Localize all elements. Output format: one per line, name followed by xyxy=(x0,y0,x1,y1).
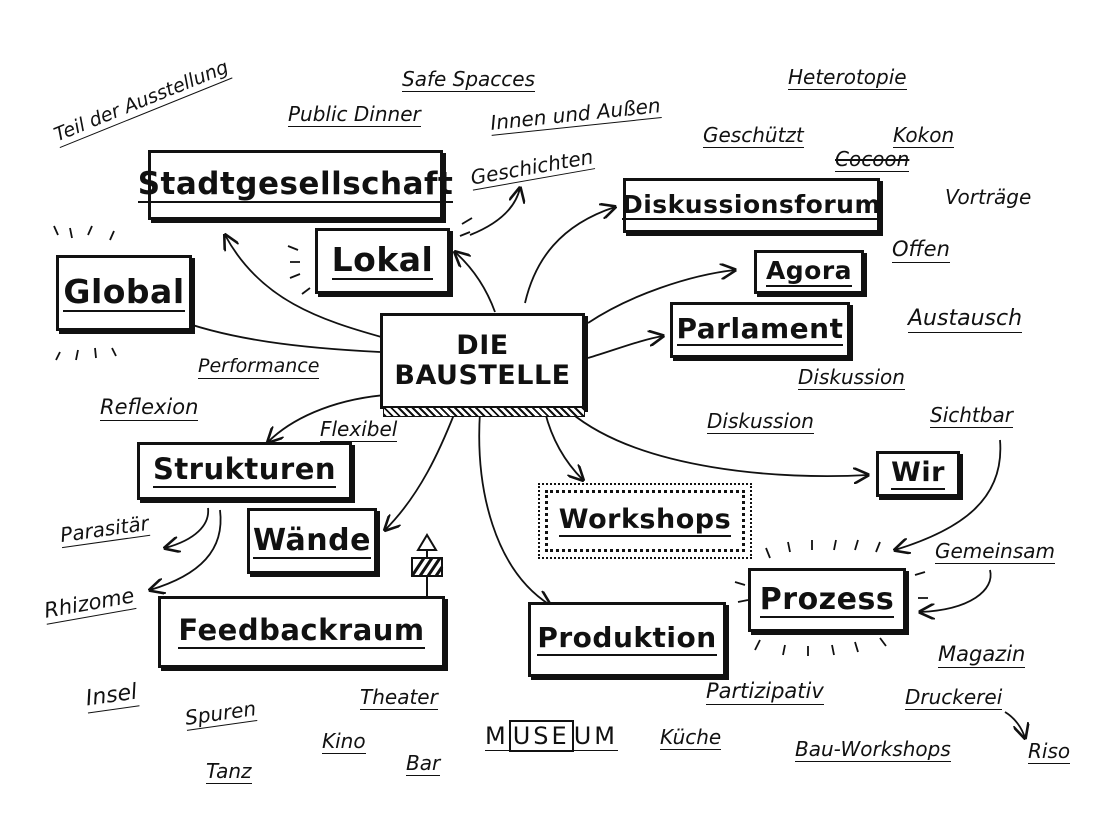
node-label: Diskussionsforum xyxy=(621,189,882,221)
word-kueche: Küche xyxy=(660,725,722,750)
edge-center-produktion xyxy=(478,411,550,605)
word-public-dinner: Public Dinner xyxy=(288,102,421,127)
word-diskussion-1: Diskussion xyxy=(798,365,905,390)
edge-center-lokal xyxy=(455,252,496,313)
word-vortraege: Vorträge xyxy=(945,185,1032,209)
center-hatch xyxy=(383,407,585,417)
node-label: Wir xyxy=(891,457,945,490)
edge-center-stadtgesellschaft xyxy=(225,235,386,339)
word-offen: Offen xyxy=(892,237,950,264)
node-label: Workshops xyxy=(558,504,732,537)
edge-center-global xyxy=(172,318,381,353)
word-tanz: Tanz xyxy=(206,759,252,784)
node-label: Feedbackraum xyxy=(178,613,425,649)
node-label: Prozess xyxy=(759,581,895,618)
center-node[interactable]: DIE BAUSTELLE xyxy=(380,313,585,417)
node-label: Wände xyxy=(253,522,371,559)
word-theater: Theater xyxy=(360,685,438,710)
edge-center-waende xyxy=(385,411,456,530)
edge-center-agora xyxy=(587,270,735,324)
museum-mid: USE xyxy=(508,720,574,752)
node-parlament[interactable]: Parlament xyxy=(670,302,850,358)
node-diskussionsforum[interactable]: Diskussionsforum xyxy=(621,178,882,233)
word-bau-workshops: Bau-Workshops xyxy=(795,737,951,762)
word-kokon: Kokon xyxy=(893,123,955,148)
node-agora[interactable]: Agora xyxy=(754,250,864,294)
word-austausch: Austausch xyxy=(908,306,1023,334)
node-produktion[interactable]: Produktion xyxy=(528,602,726,677)
edge-sichtbar-prozess xyxy=(895,439,1002,550)
edge-center-workshops xyxy=(544,411,583,480)
edge-strukturen-rhizome xyxy=(150,509,222,590)
word-cocoon: Cocoon xyxy=(835,147,910,172)
word-safe-spaces: Safe Spacces xyxy=(402,67,536,92)
museum-right: UM xyxy=(573,722,618,750)
center-line-2: BAUSTELLE xyxy=(394,360,571,391)
edge-center-strukturen xyxy=(268,394,386,442)
edge-strukturen-parasitaer xyxy=(165,507,209,548)
word-heterotopie: Heterotopie xyxy=(788,65,907,90)
edge-center-wir xyxy=(569,411,868,476)
museum-left: M xyxy=(485,722,509,750)
node-label: Produktion xyxy=(537,621,717,656)
node-label: Stadtgesellschaft xyxy=(137,165,454,204)
word-bar: Bar xyxy=(406,751,441,776)
emphasis-strokes xyxy=(53,217,928,656)
word-kino: Kino xyxy=(322,729,366,754)
word-partizipativ: Partizipativ xyxy=(706,679,824,706)
node-label: Parlament xyxy=(676,311,844,347)
node-prozess[interactable]: Prozess xyxy=(748,568,906,632)
edge-gemeinsam-prozess xyxy=(920,569,992,612)
node-stadtgesellschaft[interactable]: Stadtgesellschaft xyxy=(137,150,454,220)
word-flexibel: Flexibel xyxy=(320,417,398,442)
node-feedbackraum[interactable]: Feedbackraum xyxy=(158,596,445,668)
node-label: Global xyxy=(63,271,185,313)
word-druckerei: Druckerei xyxy=(905,685,1003,710)
node-wir[interactable]: Wir xyxy=(876,451,960,497)
edge-lokal-geschichten xyxy=(469,188,520,236)
node-label: Strukturen xyxy=(152,452,337,488)
node-label: Lokal xyxy=(331,239,434,281)
word-geschuetzt: Geschützt xyxy=(703,123,804,148)
edge-druckerei-riso xyxy=(1004,711,1025,738)
center-line-1: DIE xyxy=(456,330,509,362)
node-global[interactable]: Global xyxy=(56,255,192,331)
word-gemeinsam: Gemeinsam xyxy=(935,539,1055,564)
node-lokal[interactable]: Lokal xyxy=(315,228,450,294)
edge-center-diskussionsforum xyxy=(524,207,615,304)
word-diskussion-2: Diskussion xyxy=(707,409,814,434)
word-performance: Performance xyxy=(198,355,320,379)
node-workshops[interactable]: Workshops xyxy=(538,483,752,559)
node-waende[interactable]: Wände xyxy=(247,508,377,574)
node-label: Agora xyxy=(765,256,853,287)
word-sichtbar: Sichtbar xyxy=(930,403,1013,428)
construction-sign-icon xyxy=(410,533,444,598)
word-reflexion: Reflexion xyxy=(100,395,199,422)
node-strukturen[interactable]: Strukturen xyxy=(137,442,352,500)
word-magazin: Magazin xyxy=(938,642,1026,669)
word-riso: Riso xyxy=(1028,739,1071,764)
edge-center-parlament xyxy=(587,336,663,359)
